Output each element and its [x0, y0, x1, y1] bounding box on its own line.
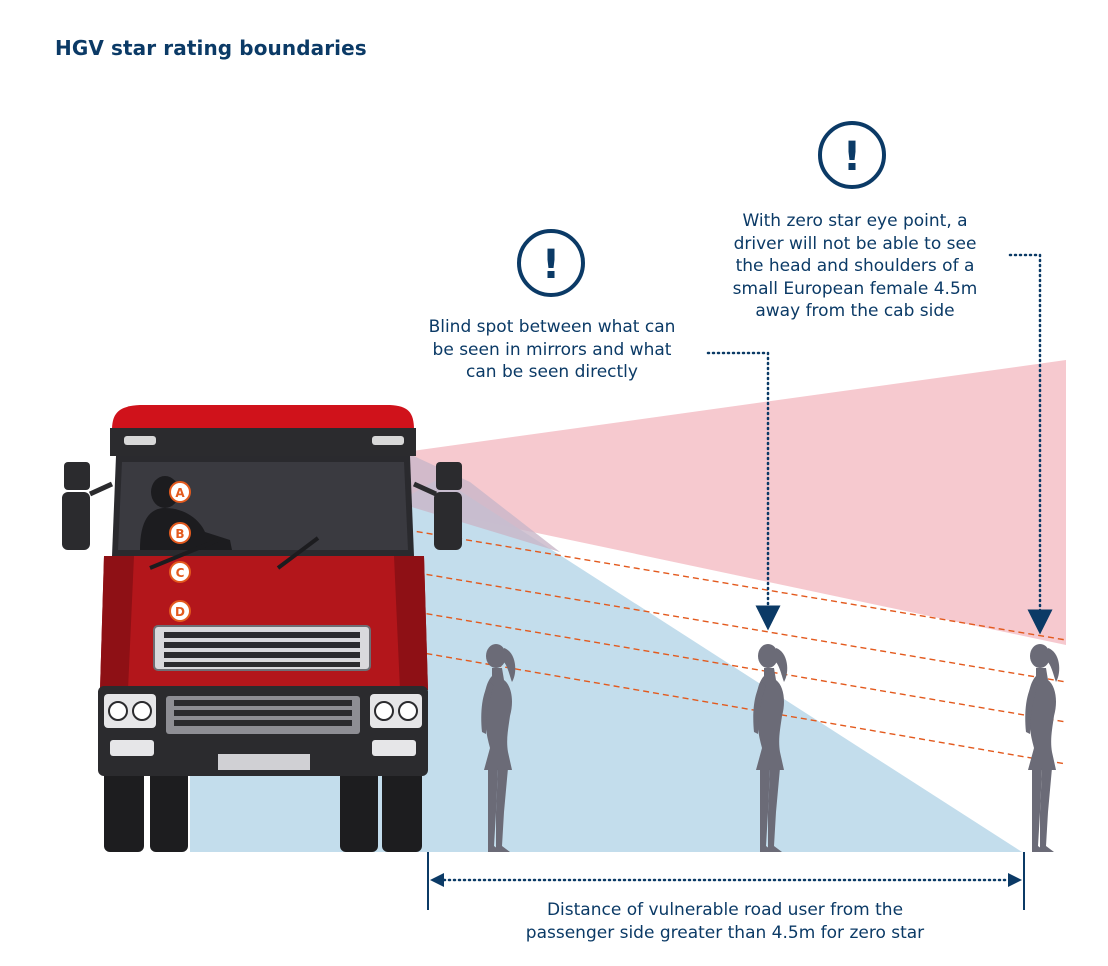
warning-icon-glyph: !	[542, 242, 560, 288]
eye-point-c: C	[169, 561, 191, 583]
callout-line: small European female 4.5m	[732, 278, 978, 299]
callout-line: Distance of vulnerable road user from th…	[546, 900, 904, 920]
zero-star-callout: With zero star eye point, a driver will …	[700, 210, 1010, 323]
callout-line: away from the cab side	[755, 301, 955, 321]
warning-icon: !	[517, 229, 585, 297]
warning-icon-glyph: !	[843, 134, 861, 180]
callout-line: With zero star eye point, a	[742, 211, 968, 231]
callout-line: passenger side greater than 4.5m for zer…	[525, 922, 925, 943]
eye-point-a: A	[169, 481, 191, 503]
callout-line: the head and shoulders of a	[735, 256, 975, 276]
pedestrian-far	[1025, 644, 1060, 852]
eye-point-label-c: C	[176, 566, 185, 580]
callout-line: Blind spot between what can	[428, 317, 676, 337]
eye-point-d: D	[169, 600, 191, 622]
blind-spot-leader-arrow	[706, 351, 781, 631]
hgv-truck-front	[62, 405, 462, 852]
eye-point-markers: A B C D	[169, 481, 191, 622]
blind-spot-zone	[405, 360, 1066, 645]
eye-point-label-b: B	[175, 527, 184, 541]
zero-star-leader-arrow	[1008, 253, 1053, 635]
blind-spot-callout: Blind spot between what can be seen in m…	[392, 316, 712, 384]
callout-line: driver will not be able to see	[733, 233, 977, 254]
callout-line: be seen in mirrors and what	[432, 339, 672, 360]
distance-dimension	[427, 852, 1025, 910]
eye-point-b: B	[169, 522, 191, 544]
eye-point-label-d: D	[175, 605, 185, 619]
warning-icon: !	[818, 121, 886, 189]
eye-point-label-a: A	[175, 486, 185, 500]
distance-callout: Distance of vulnerable road user from th…	[470, 899, 980, 944]
page-title: HGV star rating boundaries	[55, 36, 367, 60]
callout-line: can be seen directly	[466, 362, 638, 382]
